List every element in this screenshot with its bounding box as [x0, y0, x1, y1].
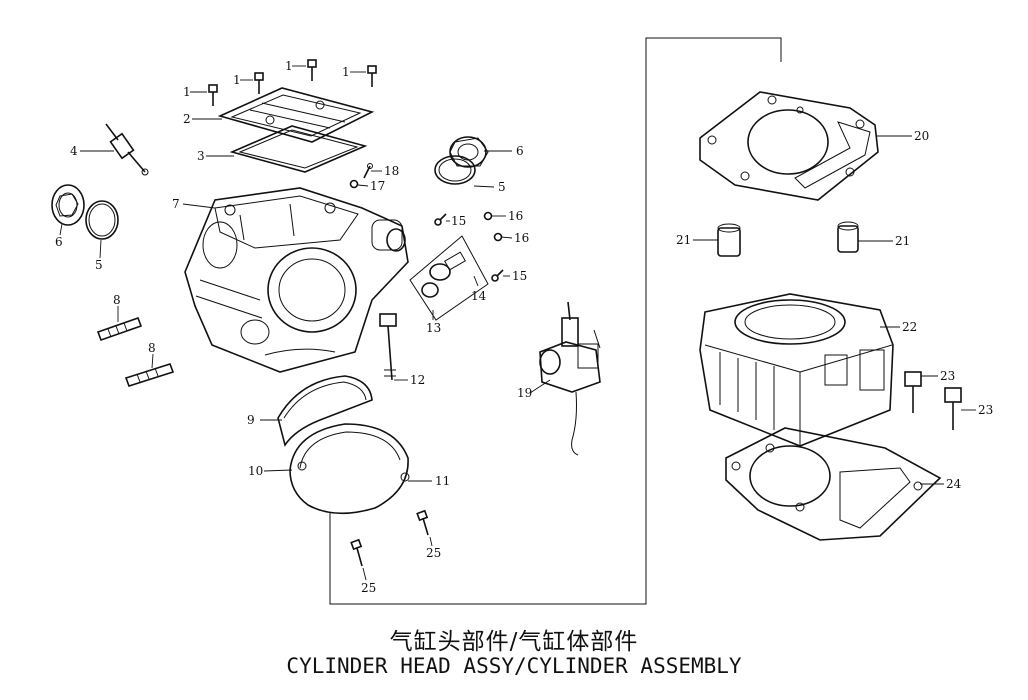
callout-15: 15: [451, 214, 466, 228]
cap-nut: [51, 184, 85, 226]
callout-13: 13: [426, 321, 441, 335]
callout-16: 16: [514, 231, 529, 245]
callout-17: 17: [370, 179, 385, 193]
callout-5: 5: [95, 258, 103, 272]
head-cover: [217, 87, 375, 143]
o-ring: [85, 200, 119, 240]
carburetor: [539, 301, 601, 456]
bolt-icon: [367, 65, 377, 87]
diagram-title-english: CYLINDER HEAD ASSY/CYLINDER ASSEMBLY: [286, 654, 742, 678]
callout-23: 23: [940, 369, 955, 383]
callout-9: 9: [247, 413, 255, 427]
bolt-icon: [307, 59, 317, 81]
bolt-icon: [254, 72, 264, 94]
callout-labels: 1 1 1 1 2 3 4 5 5 6 6 7 8 8 9 10 11 12 1…: [55, 59, 993, 595]
callout-12: 12: [410, 373, 425, 387]
callout-10: 10: [248, 464, 263, 478]
spark-plug-icon: [105, 123, 149, 176]
dowel-pin: [837, 221, 859, 253]
head-gasket: [699, 91, 879, 201]
hex-bolt-icon: [944, 387, 962, 430]
small-bolt-icon: [350, 538, 363, 567]
washer-icon: [349, 179, 359, 189]
callout-14: 14: [471, 289, 487, 303]
stud-bolt: [124, 363, 175, 387]
cylinder-block: [699, 293, 894, 447]
callout-25: 25: [426, 546, 441, 560]
callout-20: 20: [914, 129, 929, 143]
callout-4: 4: [70, 144, 78, 158]
base-gasket: [725, 427, 942, 541]
callout-23: 23: [978, 403, 993, 417]
callout-24: 24: [946, 477, 962, 491]
dowel-pin: [717, 223, 741, 257]
leader-lines: [59, 65, 976, 581]
diagram-title-chinese: 气缸头部件/气缸体部件: [389, 629, 639, 655]
small-bolt-icon: [434, 213, 447, 226]
cylinder-head: [184, 187, 409, 373]
assembly-bracket: [329, 37, 782, 605]
o-ring: [434, 155, 476, 185]
callout-19: 19: [517, 386, 532, 400]
cap-nut: [449, 136, 489, 168]
callout-1: 1: [342, 65, 350, 79]
callout-6: 6: [55, 235, 63, 249]
callout-1: 1: [233, 73, 241, 87]
callout-6: 6: [516, 144, 524, 158]
hex-bolt-icon: [904, 371, 922, 413]
callout-25: 25: [361, 581, 376, 595]
callout-11: 11: [435, 474, 450, 488]
long-bolt: [379, 313, 397, 381]
nut-icon: [493, 232, 503, 242]
callout-22: 22: [902, 320, 917, 334]
callout-15: 15: [512, 269, 527, 283]
callout-3: 3: [197, 149, 205, 163]
nut-icon: [483, 211, 493, 221]
small-screw-icon: [363, 163, 373, 179]
callout-18: 18: [384, 164, 399, 178]
cover-gasket: [229, 125, 368, 173]
callout-1: 1: [183, 85, 191, 99]
callout-5: 5: [498, 180, 506, 194]
small-bolt-icon: [491, 269, 504, 282]
side-cover-gasket: [277, 375, 373, 447]
callout-1: 1: [285, 59, 293, 73]
callout-21: 21: [676, 233, 691, 247]
side-cover: [289, 423, 410, 515]
callout-21: 21: [895, 234, 910, 248]
callout-2: 2: [183, 112, 191, 126]
small-bolt-icon: [416, 509, 429, 536]
intake-insulator: [409, 235, 489, 321]
callout-7: 7: [172, 197, 180, 211]
callout-8: 8: [148, 341, 156, 355]
stud-bolt: [96, 316, 143, 342]
bolt-icon: [208, 84, 218, 106]
callout-16: 16: [508, 209, 523, 223]
callout-8: 8: [113, 293, 121, 307]
